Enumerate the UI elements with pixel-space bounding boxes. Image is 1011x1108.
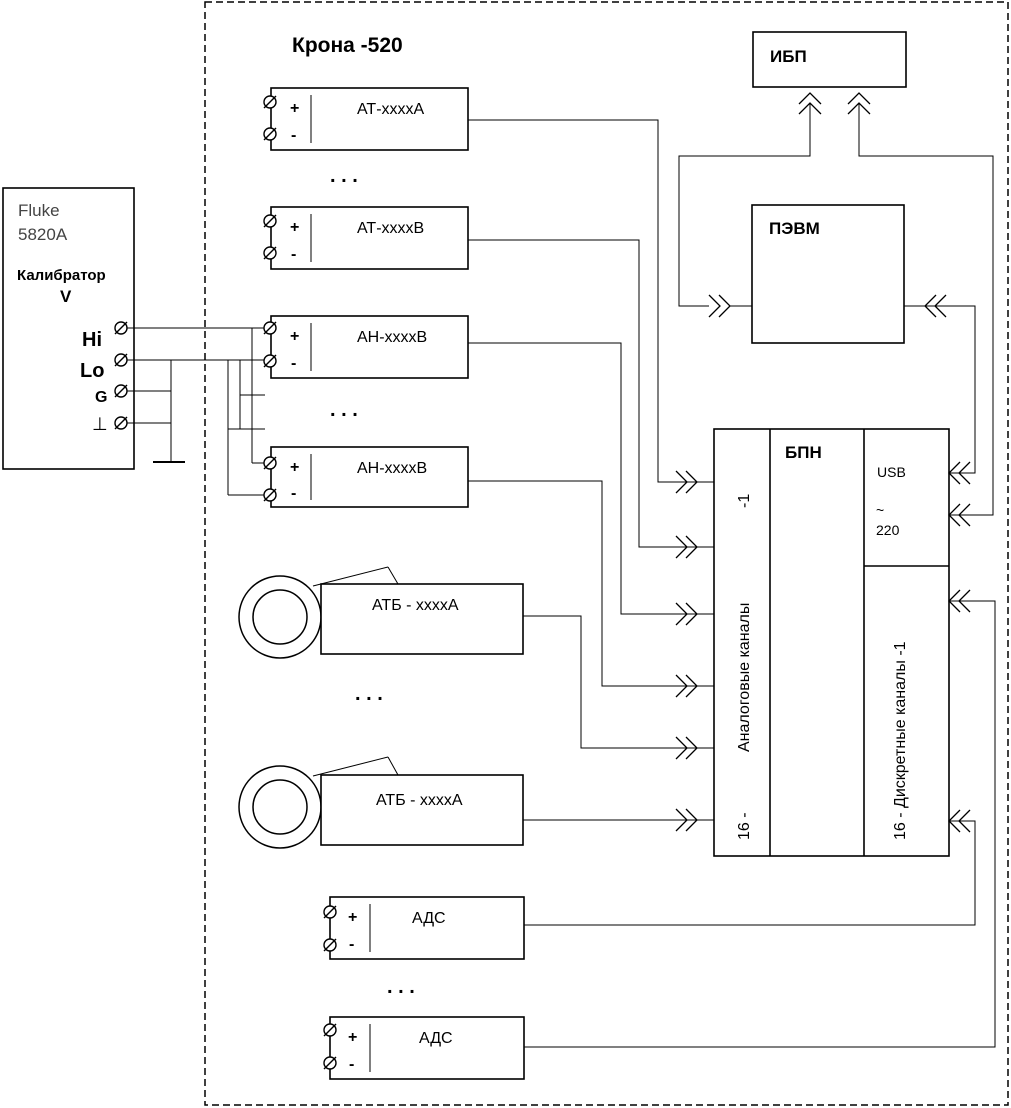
minus-sign: -	[349, 936, 354, 953]
ellipsis: . . .	[355, 683, 383, 705]
terminal-icon	[323, 1023, 337, 1037]
sensor-atb-1: АТБ - xxxxA	[238, 566, 524, 659]
discrete-channels-label: 16 - Дискретные каналы -1	[892, 641, 909, 840]
terminal-icon	[263, 214, 277, 228]
terminal-ground-icon	[114, 416, 128, 430]
ellipsis: . . .	[330, 165, 358, 187]
terminal-hi-icon	[114, 321, 128, 335]
terminal-icon	[263, 127, 277, 141]
ups-label: ИБП	[770, 47, 807, 66]
minus-sign: -	[291, 485, 296, 502]
plus-sign: +	[290, 100, 299, 117]
mains-tilde: ~	[876, 502, 884, 518]
sensor-an-2-label: АН-xxxxB	[357, 460, 427, 477]
plus-sign: +	[290, 459, 299, 476]
minus-sign: -	[349, 1056, 354, 1073]
terminal-lo-label: Lo	[80, 360, 104, 382]
calibrator-block: Fluke 5820A Калибратор V Hi Lo G ⊥	[2, 187, 135, 470]
sensor-at-2-label: АТ-xxxxB	[357, 220, 424, 237]
terminal-lo-icon	[114, 353, 128, 367]
usb-label: USB	[877, 464, 906, 480]
sensor-atb-2: АТБ - xxxxA	[238, 756, 524, 849]
terminal-icon	[263, 354, 277, 368]
terminal-icon	[323, 938, 337, 952]
ups-block: ИБП	[752, 31, 907, 115]
sensor-ads-1-label: АДС	[412, 910, 446, 927]
sensor-an-1: + - АН-xxxxB	[263, 315, 469, 379]
terminal-icon	[263, 95, 277, 109]
terminal-g-label: G	[95, 389, 107, 406]
terminal-icon	[323, 905, 337, 919]
terminal-icon	[323, 1056, 337, 1070]
signal-wiring	[468, 104, 996, 1048]
plus-sign: +	[348, 1029, 357, 1046]
sensor-ads-2: + - АДС	[323, 1016, 525, 1080]
calibrator-unit: V	[60, 287, 72, 306]
minus-sign: -	[291, 355, 296, 372]
sensor-ads-1: + - АДС	[323, 896, 525, 960]
terminal-icon	[263, 321, 277, 335]
analog-last-channel: 16 -	[736, 812, 753, 840]
chevron-right-icon	[708, 294, 731, 318]
pc-label: ПЭВМ	[769, 219, 820, 238]
plus-sign: +	[348, 909, 357, 926]
minus-sign: -	[291, 127, 296, 144]
plus-sign: +	[290, 328, 299, 345]
calibrator-model: 5820A	[18, 225, 68, 244]
ellipsis: . . .	[387, 976, 415, 998]
minus-sign: -	[291, 246, 296, 263]
pc-block: ПЭВМ	[708, 204, 947, 344]
ellipsis: . . .	[330, 399, 358, 421]
sensor-an-1-label: АН-xxxxB	[357, 329, 427, 346]
terminal-icon	[263, 246, 277, 260]
bpn-block: БПН USB ~ 220 Аналоговые каналы -1 16 - …	[713, 428, 950, 857]
mains-voltage: 220	[876, 522, 900, 538]
sensor-at-2: + - АТ-xxxxB	[263, 206, 469, 270]
terminal-ground-label: ⊥	[92, 414, 108, 434]
terminal-icon	[263, 488, 277, 502]
analog-channels-label: Аналоговые каналы	[736, 603, 753, 752]
terminal-g-icon	[114, 384, 128, 398]
terminal-hi-label: Hi	[82, 329, 102, 351]
calibrator-brand: Fluke	[18, 201, 60, 220]
sensor-an-2: + - АН-xxxxB	[263, 446, 469, 508]
system-title: Крона -520	[292, 34, 403, 57]
krona-enclosure	[204, 1, 1009, 1106]
sensor-ads-2-label: АДС	[419, 1030, 453, 1047]
analog-first-channel: -1	[736, 494, 753, 508]
calibrator-name: Калибратор	[17, 267, 106, 284]
terminal-icon	[263, 456, 277, 470]
sensor-at-1-label: АТ-xxxxA	[357, 101, 425, 118]
sensor-atb-1-label: АТБ - xxxxA	[372, 597, 459, 614]
sensor-atb-2-label: АТБ - xxxxA	[376, 792, 463, 809]
plus-sign: +	[290, 219, 299, 236]
bpn-label: БПН	[785, 443, 822, 462]
sensor-at-1: + - АТ-xxxxA	[263, 87, 469, 151]
calibrator-wiring	[127, 327, 265, 496]
